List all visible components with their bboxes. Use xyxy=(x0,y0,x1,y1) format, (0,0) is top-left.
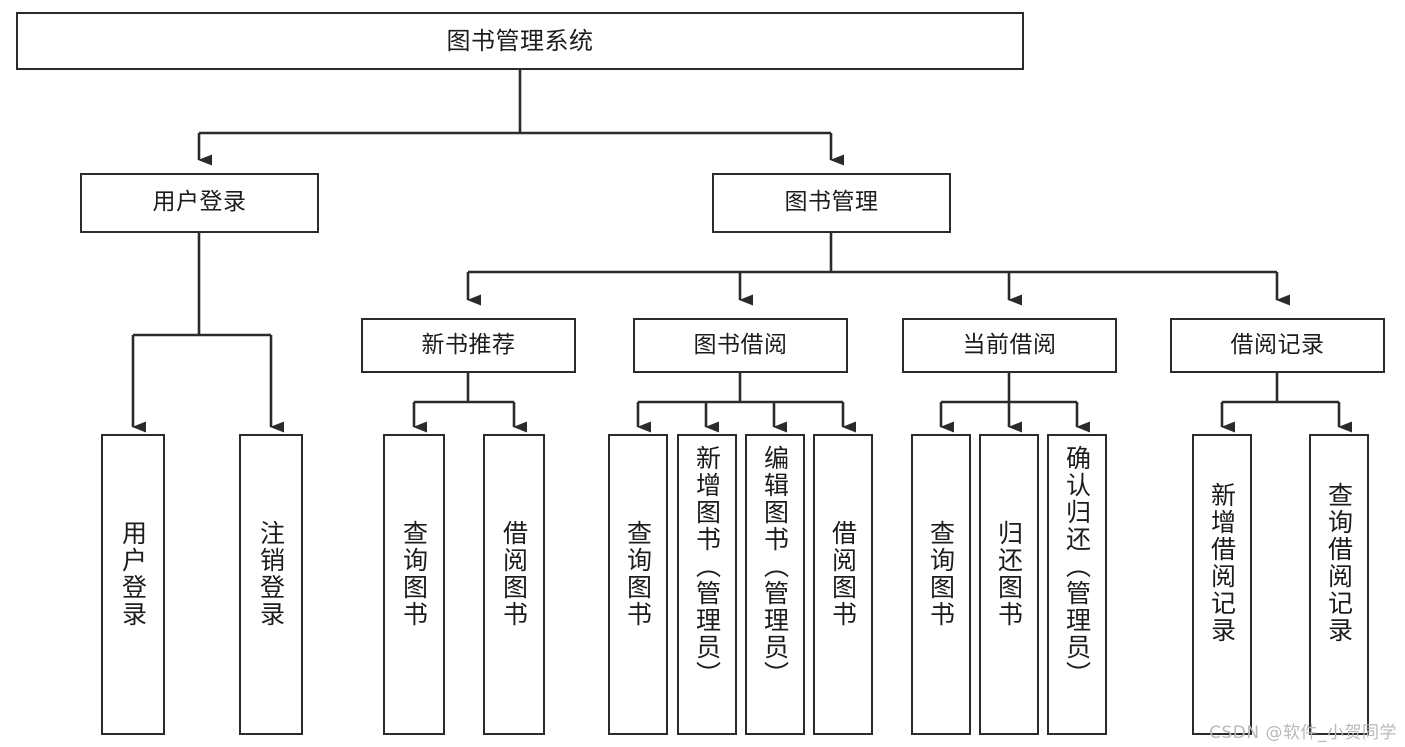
node-leaf-borrow-book-2[interactable]: 借阅图书 xyxy=(813,434,873,735)
node-leaf-confirm-return[interactable]: 确认归还（管理员） xyxy=(1047,434,1107,735)
node-current-borrow[interactable]: 当前借阅 xyxy=(902,318,1117,373)
node-book-borrow[interactable]: 图书借阅 xyxy=(633,318,848,373)
node-leaf-user-login-label: 用户登录 xyxy=(118,520,148,628)
node-borrow-record-label: 借阅记录 xyxy=(1230,331,1325,358)
node-leaf-add-book[interactable]: 新增图书（管理员） xyxy=(677,434,737,735)
node-user-login[interactable]: 用户登录 xyxy=(80,173,319,233)
node-borrow-record[interactable]: 借阅记录 xyxy=(1170,318,1385,373)
node-leaf-add-record-label: 新增借阅记录 xyxy=(1207,482,1237,644)
node-leaf-user-logout-label: 注销登录 xyxy=(256,520,286,628)
node-leaf-query-book-2-label: 查询图书 xyxy=(623,520,653,628)
node-leaf-return-book-label: 归还图书 xyxy=(994,520,1024,628)
node-leaf-query-book-2[interactable]: 查询图书 xyxy=(608,434,668,735)
node-new-book-recommend-label: 新书推荐 xyxy=(421,331,516,358)
node-root-label: 图书管理系统 xyxy=(446,26,594,55)
node-leaf-borrow-book-1[interactable]: 借阅图书 xyxy=(483,434,545,735)
node-leaf-edit-book[interactable]: 编辑图书（管理员） xyxy=(745,434,805,735)
node-leaf-query-record[interactable]: 查询借阅记录 xyxy=(1309,434,1369,735)
node-leaf-query-book-3[interactable]: 查询图书 xyxy=(911,434,971,735)
node-book-borrow-label: 图书借阅 xyxy=(693,331,788,358)
node-leaf-query-book-3-label: 查询图书 xyxy=(926,520,956,628)
node-leaf-query-book-1[interactable]: 查询图书 xyxy=(383,434,445,735)
watermark: CSDN @软件_小贺同学 xyxy=(1209,723,1397,743)
node-leaf-user-login[interactable]: 用户登录 xyxy=(101,434,165,735)
node-leaf-query-book-1-label: 查询图书 xyxy=(399,520,429,628)
node-leaf-user-logout[interactable]: 注销登录 xyxy=(239,434,303,735)
node-book-manage[interactable]: 图书管理 xyxy=(712,173,951,233)
node-leaf-query-record-label: 查询借阅记录 xyxy=(1324,482,1354,644)
node-book-manage-label: 图书管理 xyxy=(784,189,879,216)
node-leaf-borrow-book-2-label: 借阅图书 xyxy=(828,520,858,628)
node-leaf-return-book[interactable]: 归还图书 xyxy=(979,434,1039,735)
node-leaf-borrow-book-1-label: 借阅图书 xyxy=(499,520,529,628)
node-root[interactable]: 图书管理系统 xyxy=(16,12,1024,70)
node-current-borrow-label: 当前借阅 xyxy=(962,331,1057,358)
node-leaf-edit-book-label: 编辑图书（管理员） xyxy=(760,445,790,688)
node-new-book-recommend[interactable]: 新书推荐 xyxy=(361,318,576,373)
node-leaf-add-record[interactable]: 新增借阅记录 xyxy=(1192,434,1252,735)
node-user-login-label: 用户登录 xyxy=(152,189,247,216)
node-leaf-confirm-return-label: 确认归还（管理员） xyxy=(1062,445,1092,688)
node-leaf-add-book-label: 新增图书（管理员） xyxy=(692,445,722,688)
